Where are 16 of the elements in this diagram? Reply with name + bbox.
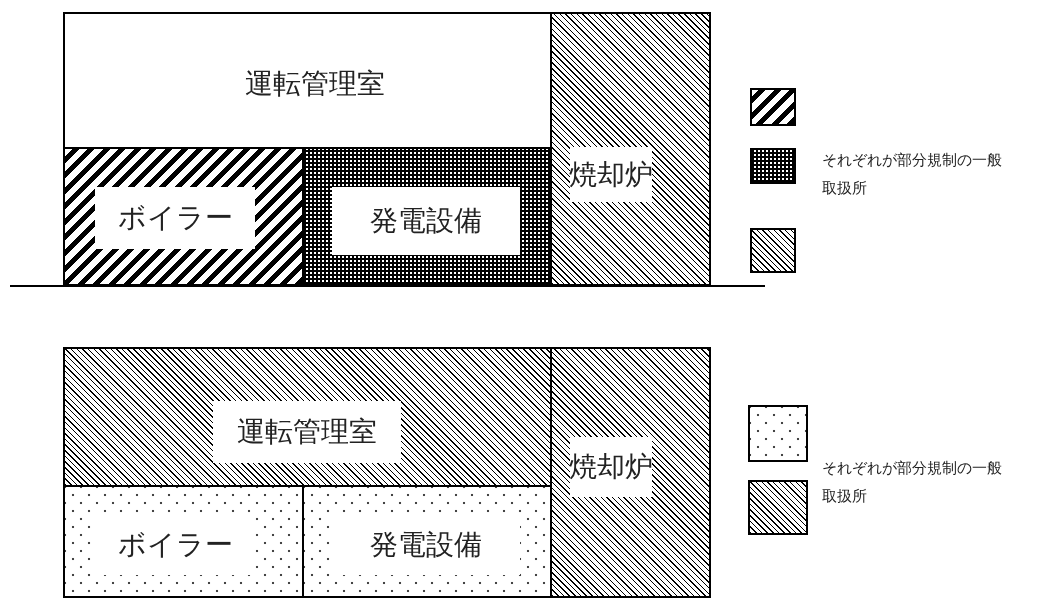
room-label: 発電設備 xyxy=(332,187,520,255)
room-area xyxy=(63,12,552,149)
room-area xyxy=(63,347,552,487)
room-label: ボイラー xyxy=(95,187,255,249)
legend-note: それぞれが部分規制の一般取扱所 xyxy=(822,151,1003,198)
room-label: 焼却炉 xyxy=(570,147,652,202)
room-label: 発電設備 xyxy=(332,515,520,575)
room-area xyxy=(302,485,552,598)
room-area xyxy=(302,147,552,286)
legend-note: それぞれが部分規制の一般取扱所 xyxy=(822,459,1003,506)
room-area xyxy=(63,147,304,286)
room-label: 焼却炉 xyxy=(570,437,652,497)
room-area xyxy=(550,347,711,598)
room-area xyxy=(63,485,304,598)
room-area xyxy=(550,12,711,286)
room-label: 運転管理室 xyxy=(213,401,401,463)
